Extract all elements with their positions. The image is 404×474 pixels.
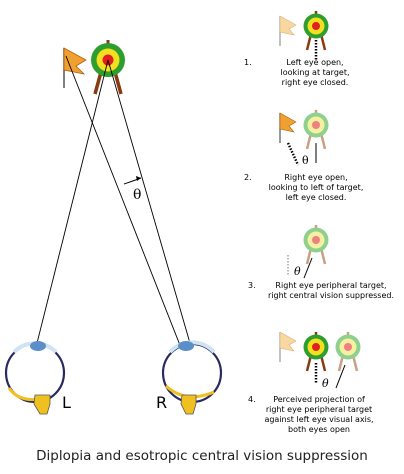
- step-2-number: 2.: [244, 173, 252, 182]
- step-1-number: 1.: [244, 58, 252, 67]
- left-eye-icon: [4, 341, 66, 415]
- target-icon: [89, 38, 127, 96]
- step-4-number: 4.: [248, 395, 256, 404]
- angle-arc: [123, 176, 142, 185]
- flag-icon: [63, 47, 87, 88]
- step4-illustration: [279, 330, 362, 389]
- step-3-text: Right eye peripheral target, right centr…: [268, 281, 394, 300]
- step-4-text: Perceived projection of right eye periph…: [264, 395, 374, 434]
- step3-theta: θ: [294, 265, 301, 278]
- right-eye-icon: [161, 340, 223, 415]
- step-1-text: Left eye open, looking at target, right …: [280, 58, 350, 87]
- step2-illustration: [279, 108, 330, 166]
- sight-lines: [23, 55, 206, 397]
- step1-illustration: [279, 9, 330, 60]
- step3-illustration: [287, 223, 330, 279]
- step4-theta: θ: [322, 377, 329, 390]
- right-eye-label: R: [156, 393, 168, 412]
- step2-theta: θ: [302, 154, 309, 167]
- step-2-text: Right eye open, looking to left of targe…: [268, 173, 364, 202]
- left-eye-label: L: [62, 393, 71, 412]
- step-3-number: 3.: [248, 281, 256, 290]
- diagram-caption: Diplopia and esotropic central vision su…: [36, 448, 368, 464]
- angle-theta-label: θ: [133, 187, 142, 203]
